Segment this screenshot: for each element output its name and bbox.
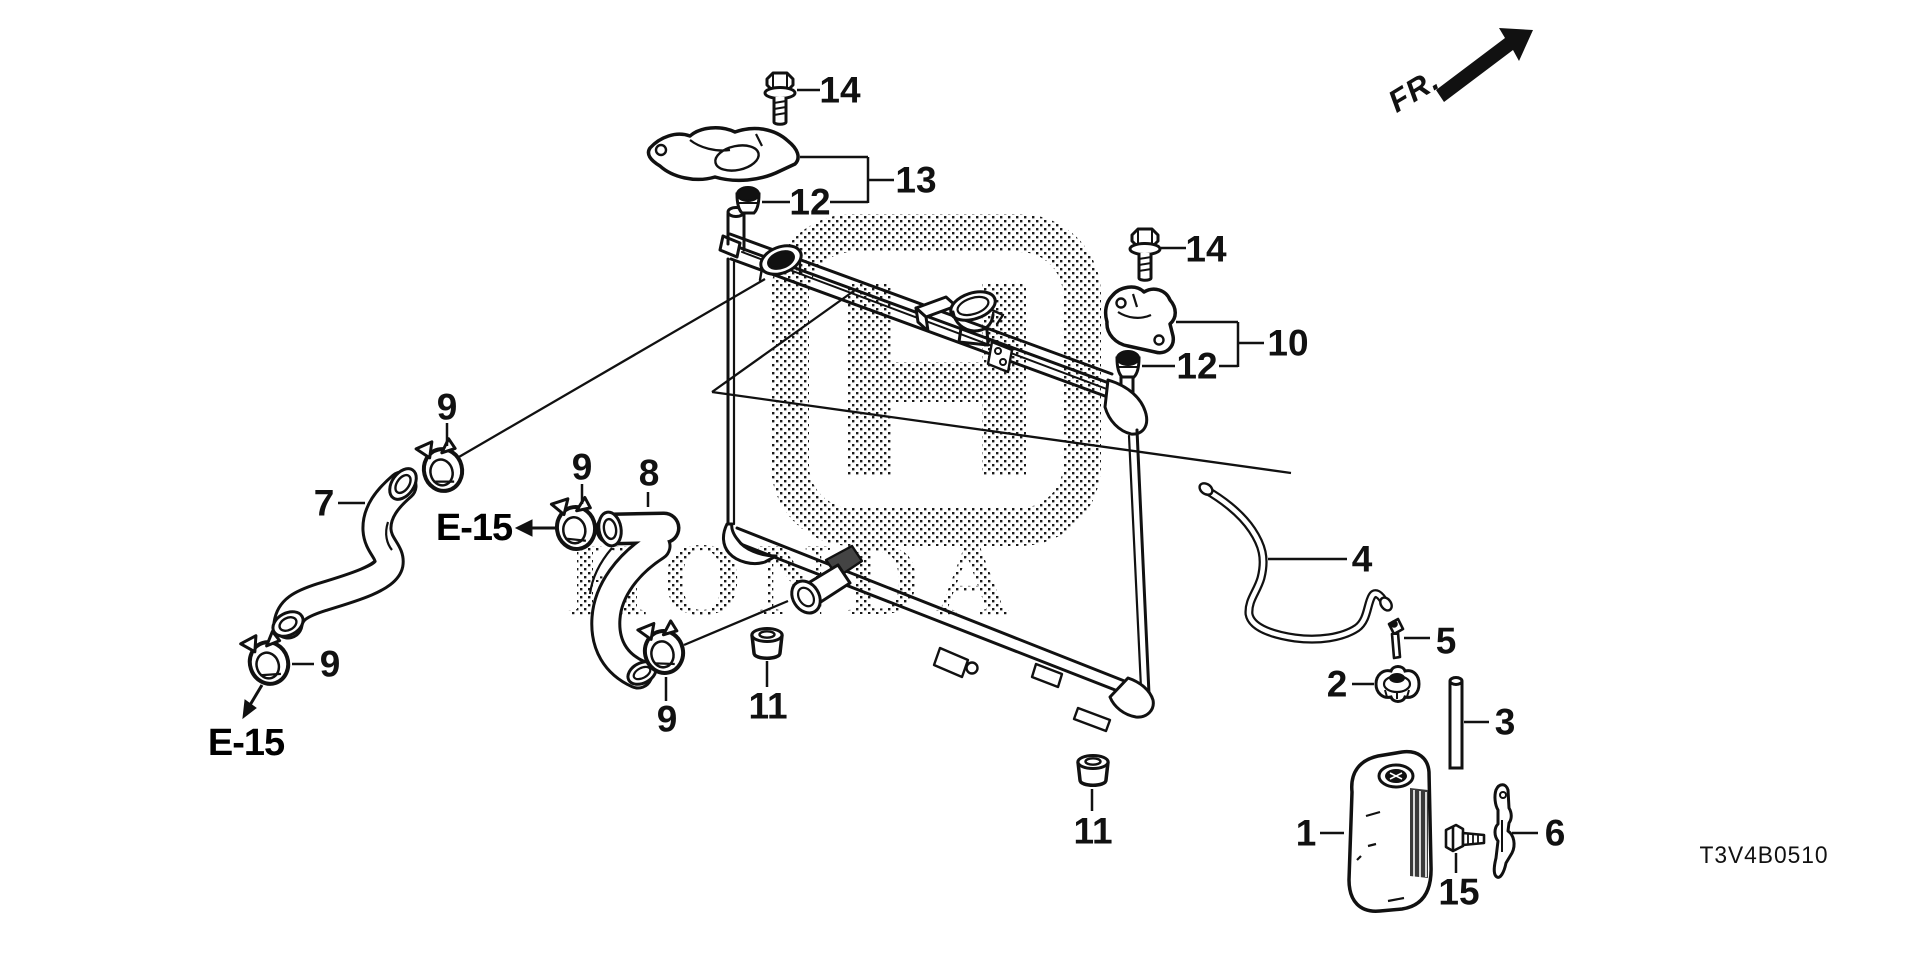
part-label-5-joint[interactable]: 5 (1435, 620, 1457, 662)
part-label-8-lower-hose[interactable]: 8 (638, 452, 660, 494)
part-label-1-reserve-tank[interactable]: 1 (1295, 812, 1317, 854)
honda-logo-h (848, 284, 1026, 476)
part-label-9-clamp-d[interactable]: 9 (656, 698, 678, 740)
part-label-11-grommet-left[interactable]: 11 (748, 685, 788, 727)
joint-5 (1387, 617, 1405, 660)
bolt-15 (1444, 823, 1486, 853)
part-label-9-clamp-c[interactable]: 9 (319, 643, 341, 685)
bolt-14-upper (763, 71, 797, 126)
bracket-6 (1492, 783, 1516, 879)
part-label-12-mount-upper[interactable]: 12 (789, 181, 831, 223)
diagram-code: T3V4B0510 (1699, 842, 1829, 869)
reserve-tank-1 (1347, 749, 1433, 913)
part-label-14-bracket-bolt-top[interactable]: 14 (819, 69, 861, 111)
part-label-7-upper-hose[interactable]: 7 (313, 482, 335, 524)
part-label-4-tank-hose[interactable]: 4 (1351, 538, 1373, 580)
bottom-right-corner (1108, 676, 1155, 719)
radiator-inlet-port (758, 244, 803, 282)
radiator-cap (949, 290, 1005, 347)
long-leader-lines (451, 278, 1292, 647)
part-label-9-clamp-b[interactable]: 9 (571, 446, 593, 488)
part-label-15-bolt[interactable]: 15 (1438, 871, 1480, 913)
tank-end-cap (1103, 378, 1149, 436)
grommet-11-right (1076, 753, 1110, 787)
hose-7-upper (271, 467, 418, 641)
bracket-10 (1103, 285, 1177, 355)
hose-4-reserve-tank (1198, 482, 1393, 639)
mount-12-upper (735, 185, 761, 215)
radiator-assembly (718, 206, 1155, 733)
part-label-12-mount-right[interactable]: 12 (1176, 345, 1218, 387)
clamp-9-a (413, 434, 469, 498)
part-label-6-bracket[interactable]: 6 (1544, 812, 1566, 854)
part-label-14-bracket-bolt-right[interactable]: 14 (1185, 228, 1227, 270)
fr-direction-arrow-icon (1436, 28, 1533, 102)
part-label-13-bracket-upper[interactable]: 13 (895, 159, 937, 201)
ref-label-e15-lower[interactable]: E-15 (207, 722, 285, 764)
label-leader-lines (292, 88, 1538, 873)
bolt-14-right (1128, 227, 1162, 282)
part-label-3-tube[interactable]: 3 (1494, 701, 1516, 743)
ref-label-e15-mid[interactable]: E-15 (435, 507, 513, 549)
e15-arrows (242, 519, 556, 720)
tank-cap-2 (1374, 665, 1421, 703)
radiator-outlet-pipe (790, 544, 864, 615)
bottom-left-corner (722, 522, 778, 566)
part-label-2-tank-cap[interactable]: 2 (1326, 663, 1348, 705)
tube-3 (1448, 676, 1464, 770)
part-label-11-grommet-right[interactable]: 11 (1073, 810, 1113, 852)
mount-12-right (1115, 349, 1141, 379)
bracket-13 (646, 126, 800, 183)
grommet-11-left (750, 626, 784, 660)
clamp-9-b (549, 493, 600, 554)
part-label-10-bracket-right[interactable]: 10 (1267, 322, 1309, 364)
part-label-9-clamp-a[interactable]: 9 (436, 386, 458, 428)
